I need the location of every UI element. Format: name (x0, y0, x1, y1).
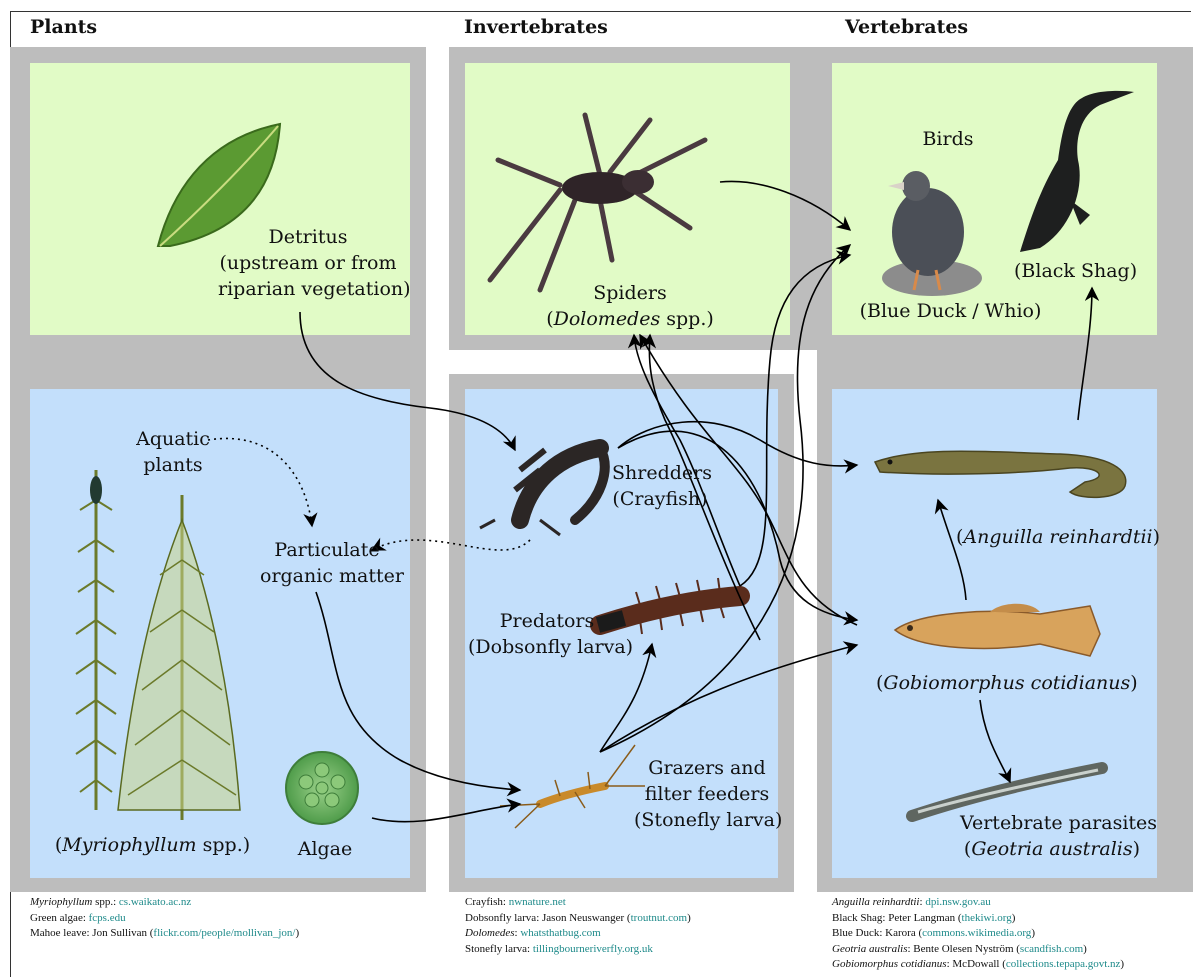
credit-close: ) (687, 912, 691, 924)
bully-fish-icon (895, 604, 1100, 656)
credit-close: ) (1083, 943, 1087, 955)
credit-subject: Green algae (30, 912, 83, 924)
shredders-label: Shredders (Crayfish) (612, 460, 708, 512)
credit-line: Crayfish: nwnature.net (465, 895, 691, 911)
credit-link[interactable]: cs.waikato.ac.nz (119, 896, 191, 908)
credit-author: spp.: (92, 896, 119, 908)
credit-subject: Black Shag (832, 912, 882, 924)
credit-line: Stonefly larva: tillingbourneriverfly.or… (465, 942, 691, 958)
crayfish-icon (480, 448, 605, 535)
credit-link[interactable]: whatsthatbug.com (520, 927, 600, 939)
black-shag-icon (1020, 91, 1134, 252)
credit-link[interactable]: thekiwi.org (962, 912, 1012, 924)
blue-duck-label: (Blue Duck / Whio) (858, 298, 1043, 324)
credit-link[interactable]: scandfish.com (1020, 943, 1083, 955)
predators-label: Predators (Dobsonfly larva) (468, 608, 626, 660)
credit-author: : Jon Sullivan ( (87, 927, 154, 939)
credit-subject: Mahoe leave (30, 927, 87, 939)
credit-subject: Blue Duck (832, 927, 879, 939)
credit-link[interactable]: nwnature.net (509, 896, 566, 908)
credit-close: ) (1031, 927, 1035, 939)
black-shag-label: (Black Shag) (1014, 258, 1134, 284)
credit-author: : Peter Langman ( (882, 912, 961, 924)
myriophyllum-icon (76, 470, 240, 820)
blue-duck-icon (882, 171, 982, 296)
credit-close: ) (1120, 958, 1124, 970)
credit-author: : McDowall ( (947, 958, 1006, 970)
credit-line: Mahoe leave: Jon Sullivan (flickr.com/pe… (30, 926, 299, 942)
spider-icon (490, 115, 705, 290)
stonefly-larva-icon (500, 745, 645, 828)
aquatic-plants-label: Aquatic plants (130, 426, 216, 478)
credit-line: Anguilla reinhardtii: dpi.nsw.gov.au (832, 895, 1124, 911)
grazers-label: Grazers and filter feeders (Stonefly lar… (634, 755, 780, 833)
credit-line: Green algae: fcps.edu (30, 911, 299, 927)
algae-icon (286, 752, 358, 824)
detritus-label: Detritus (upstream or from riparian vege… (218, 224, 398, 302)
spiders-label: Spiders (Dolomedes spp.) (540, 280, 720, 332)
credit-line: Blue Duck: Karora (commons.wikimedia.org… (832, 926, 1124, 942)
credit-link[interactable]: troutnut.com (631, 912, 688, 924)
credit-link[interactable]: flickr.com/people/mollivan_jon/ (153, 927, 295, 939)
credit-line: Geotria australis: Bente Olesen Nyström … (832, 942, 1124, 958)
credit-line: Gobiomorphus cotidianus: McDowall (colle… (832, 957, 1124, 973)
credit-link[interactable]: dpi.nsw.gov.au (925, 896, 990, 908)
credit-subject: Stonefly larva (465, 943, 527, 955)
anguilla-label: (Anguilla reinhardtii) (956, 524, 1152, 550)
credit-close: ) (1012, 912, 1016, 924)
credit-subject: Myriophyllum (30, 896, 92, 908)
credit-author: : Jason Neuswanger ( (536, 912, 630, 924)
credit-link[interactable]: tillingbourneriverfly.org.uk (533, 943, 653, 955)
credit-subject: Anguilla reinhardtii (832, 896, 920, 908)
credit-line: Dolomedes: whatsthatbug.com (465, 926, 691, 942)
myriophyllum-label: (Myriophyllum spp.) (50, 832, 255, 858)
credit-link[interactable]: collections.tepapa.govt.nz (1006, 958, 1121, 970)
credit-link[interactable]: fcps.edu (89, 912, 126, 924)
credit-subject: Dolomedes (465, 927, 515, 939)
gobiomorphus-label: (Gobiomorphus cotidianus) (876, 670, 1126, 696)
credit-link[interactable]: commons.wikimedia.org (922, 927, 1031, 939)
particulate-organic-matter-label: Particulate organic matter (260, 537, 394, 589)
vertebrate-parasites-label: Vertebrate parasites (Geotria australis) (960, 810, 1144, 862)
credit-subject: Gobiomorphus cotidianus (832, 958, 947, 970)
eel-icon (875, 451, 1126, 497)
credit-close: ) (295, 927, 299, 939)
algae-label: Algae (292, 836, 358, 862)
credit-line: Dobsonfly larva: Jason Neuswanger (trout… (465, 911, 691, 927)
credit-line: Myriophyllum spp.: cs.waikato.ac.nz (30, 895, 299, 911)
credit-subject: Geotria australis (832, 943, 907, 955)
credit-author: : Bente Olesen Nyström ( (907, 943, 1019, 955)
credit-line: Black Shag: Peter Langman (thekiwi.org) (832, 911, 1124, 927)
birds-label: Birds (918, 126, 978, 152)
credit-subject: Dobsonfly larva (465, 912, 536, 924)
credit-author: : Karora ( (879, 927, 922, 939)
credit-subject: Crayfish (465, 896, 503, 908)
